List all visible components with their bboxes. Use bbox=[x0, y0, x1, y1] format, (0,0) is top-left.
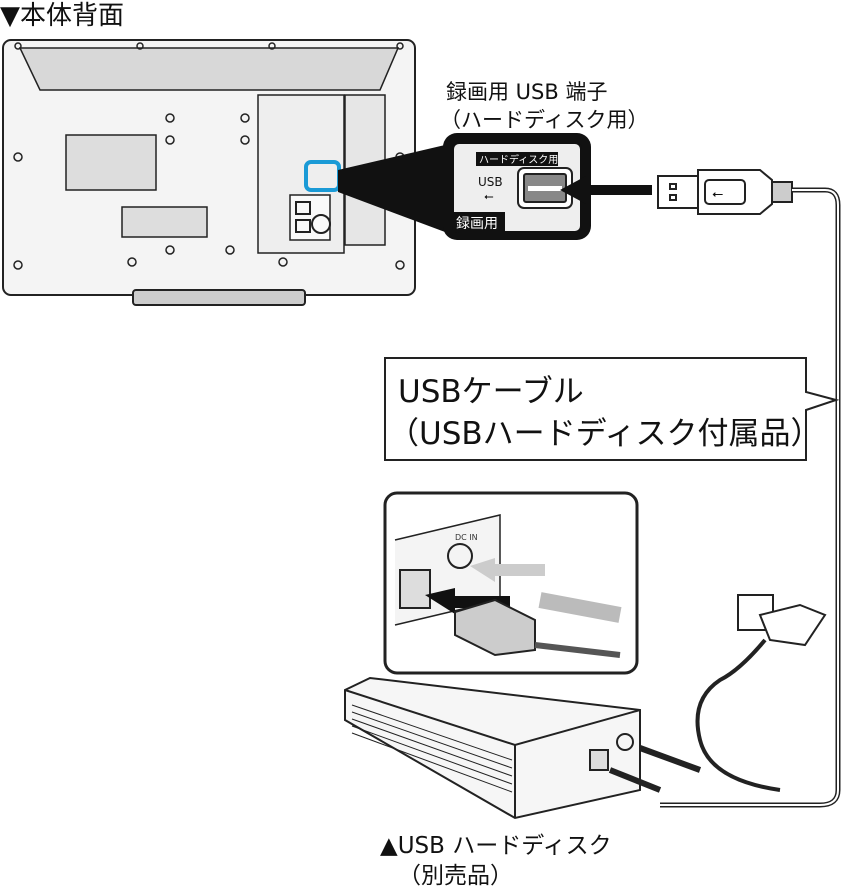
usb-plug-symbol-icon: ⭠ bbox=[712, 186, 723, 202]
recording-badge: 録画用 bbox=[456, 216, 498, 232]
callout-wedge bbox=[338, 145, 445, 232]
usb-plug bbox=[657, 169, 793, 215]
cable-label: USBケーブル bbox=[398, 374, 584, 410]
page-title: ▼本体背面 bbox=[0, 1, 124, 31]
usb-port-sublabel: （ハードディスク用） bbox=[440, 108, 649, 132]
port-tag: ハードディスク用 bbox=[479, 153, 558, 166]
dc-in-text: DC IN bbox=[455, 533, 478, 542]
usb-hdd bbox=[344, 676, 702, 820]
cable-sublabel: （USBハードディスク付属品） bbox=[388, 416, 822, 452]
port-closeup bbox=[443, 133, 591, 240]
usb-symbol-icon: ⭠ bbox=[484, 189, 494, 203]
inset-closeup: DC IN bbox=[383, 491, 639, 675]
cable-label-box bbox=[384, 357, 840, 461]
insert-arrow-icon bbox=[560, 176, 652, 204]
usb-port-label: 録画用 USB 端子 bbox=[446, 80, 608, 104]
power-outlet bbox=[695, 594, 827, 792]
hdd-sublabel: （別売品） bbox=[398, 863, 513, 889]
hdd-label: ▲USB ハードディスク bbox=[380, 833, 612, 859]
tv-back bbox=[2, 39, 416, 306]
usb-cable bbox=[660, 187, 841, 808]
usb-text: USB bbox=[478, 175, 503, 189]
